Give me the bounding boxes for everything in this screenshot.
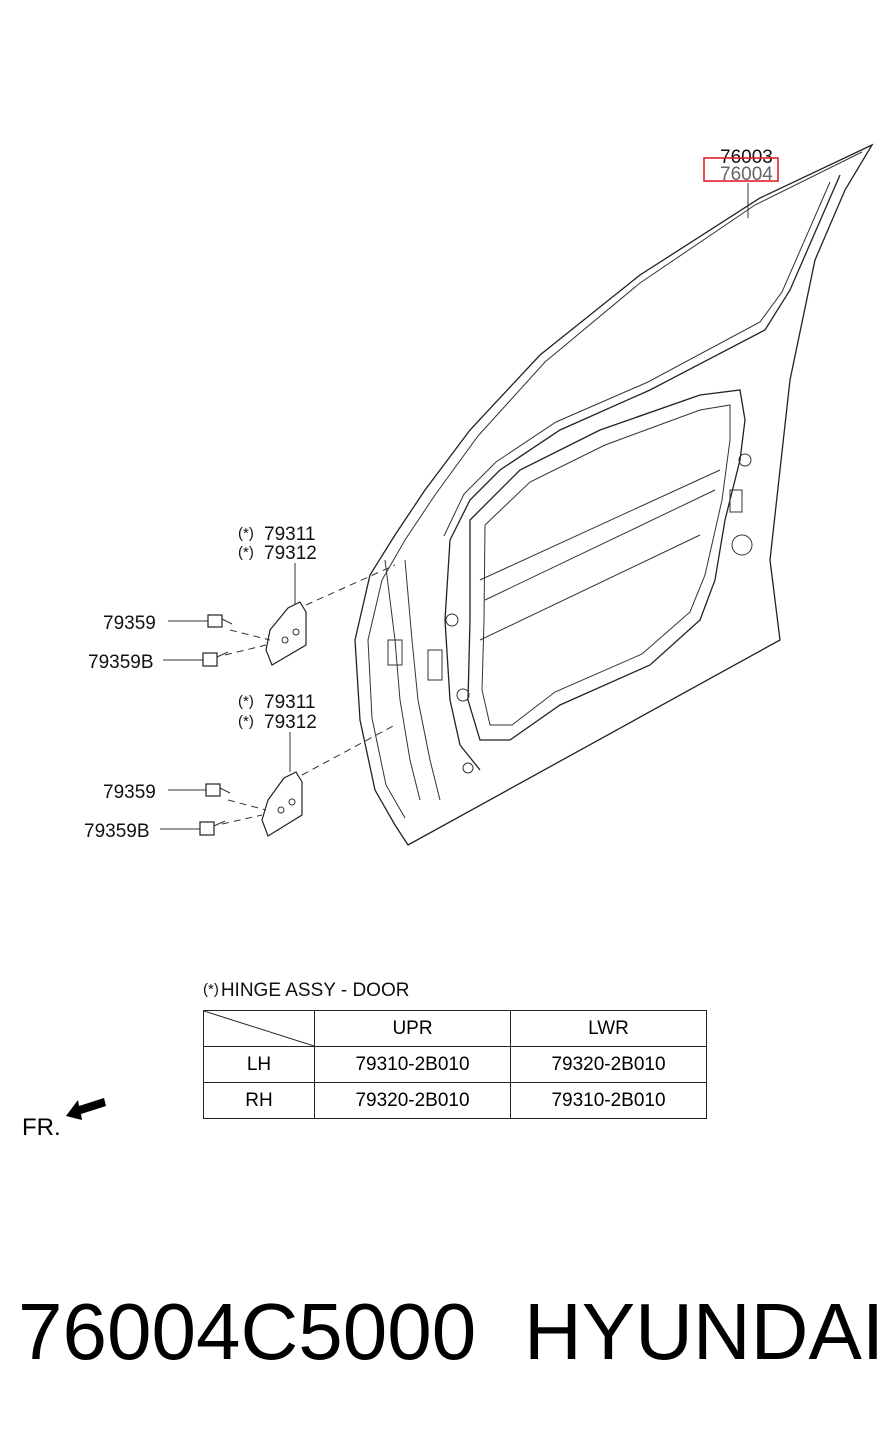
- star-mark-upper-a: (*): [238, 525, 254, 542]
- table-row: RH 79320-2B010 79310-2B010: [203, 1082, 707, 1119]
- front-door-panel: [354, 143, 874, 846]
- front-arrow-icon: [66, 1098, 106, 1120]
- callout-upper-79359: 79359: [103, 613, 156, 634]
- callout-lower-79312: 79312: [264, 712, 317, 733]
- column-header-lwr: LWR: [510, 1010, 707, 1047]
- row-label-lh: LH: [203, 1046, 315, 1083]
- corner-diagonal: [204, 1011, 314, 1046]
- star-mark-lower-b: (*): [238, 713, 254, 730]
- callout-upper-79359B: 79359B: [88, 652, 154, 673]
- lower-bolt-a: [205, 783, 231, 797]
- cell-rh-upr: 79320-2B010: [314, 1082, 511, 1119]
- table-corner-cell: [203, 1010, 315, 1047]
- highlight-box: [703, 157, 779, 182]
- callout-upper-79311: 79311: [264, 524, 315, 545]
- front-direction-marker: FR.: [22, 1096, 112, 1146]
- table-caption: (*)HINGE ASSY - DOOR: [203, 980, 707, 1002]
- star-mark-lower-a: (*): [238, 693, 254, 710]
- hinge-assy-table-section: (*)HINGE ASSY - DOOR UPR LWR LH 79310-2B…: [203, 980, 707, 1119]
- star-mark-upper-b: (*): [238, 544, 254, 561]
- caption-text: HINGE ASSY - DOOR: [220, 980, 410, 1001]
- caption-star-mark: (*): [203, 981, 219, 998]
- callout-76004: 76004: [720, 164, 773, 185]
- hinge-assy-table: UPR LWR LH 79310-2B010 79320-2B010 RH 79…: [203, 1010, 707, 1119]
- callout-upper-79312: 79312: [264, 543, 317, 564]
- lower-hinge: [221, 724, 396, 837]
- cell-lh-lwr: 79320-2B010: [510, 1046, 707, 1083]
- lower-bolt-b: [199, 820, 226, 836]
- upper-bolt-a: [207, 614, 233, 628]
- cell-lh-upr: 79310-2B010: [314, 1046, 511, 1083]
- callout-lower-79359: 79359: [103, 782, 156, 803]
- column-header-upr: UPR: [314, 1010, 511, 1047]
- table-header-row: UPR LWR: [203, 1010, 707, 1047]
- upper-hinge: [224, 564, 396, 666]
- door-panel-diagram: 76003 76004 (*) 79311 (*) 79312 79359 79…: [84, 143, 874, 846]
- table-row: LH 79310-2B010 79320-2B010: [203, 1046, 707, 1083]
- upper-bolt-b: [202, 651, 229, 667]
- callout-lower-79311: 79311: [264, 692, 315, 713]
- footer-part-number: 76004C5000: [18, 1287, 477, 1376]
- callout-lower-79359B: 79359B: [84, 821, 150, 842]
- footer-brand: HYUNDAI: [524, 1287, 885, 1376]
- row-label-rh: RH: [203, 1082, 315, 1119]
- fr-label: FR.: [22, 1114, 61, 1141]
- cell-rh-lwr: 79310-2B010: [510, 1082, 707, 1119]
